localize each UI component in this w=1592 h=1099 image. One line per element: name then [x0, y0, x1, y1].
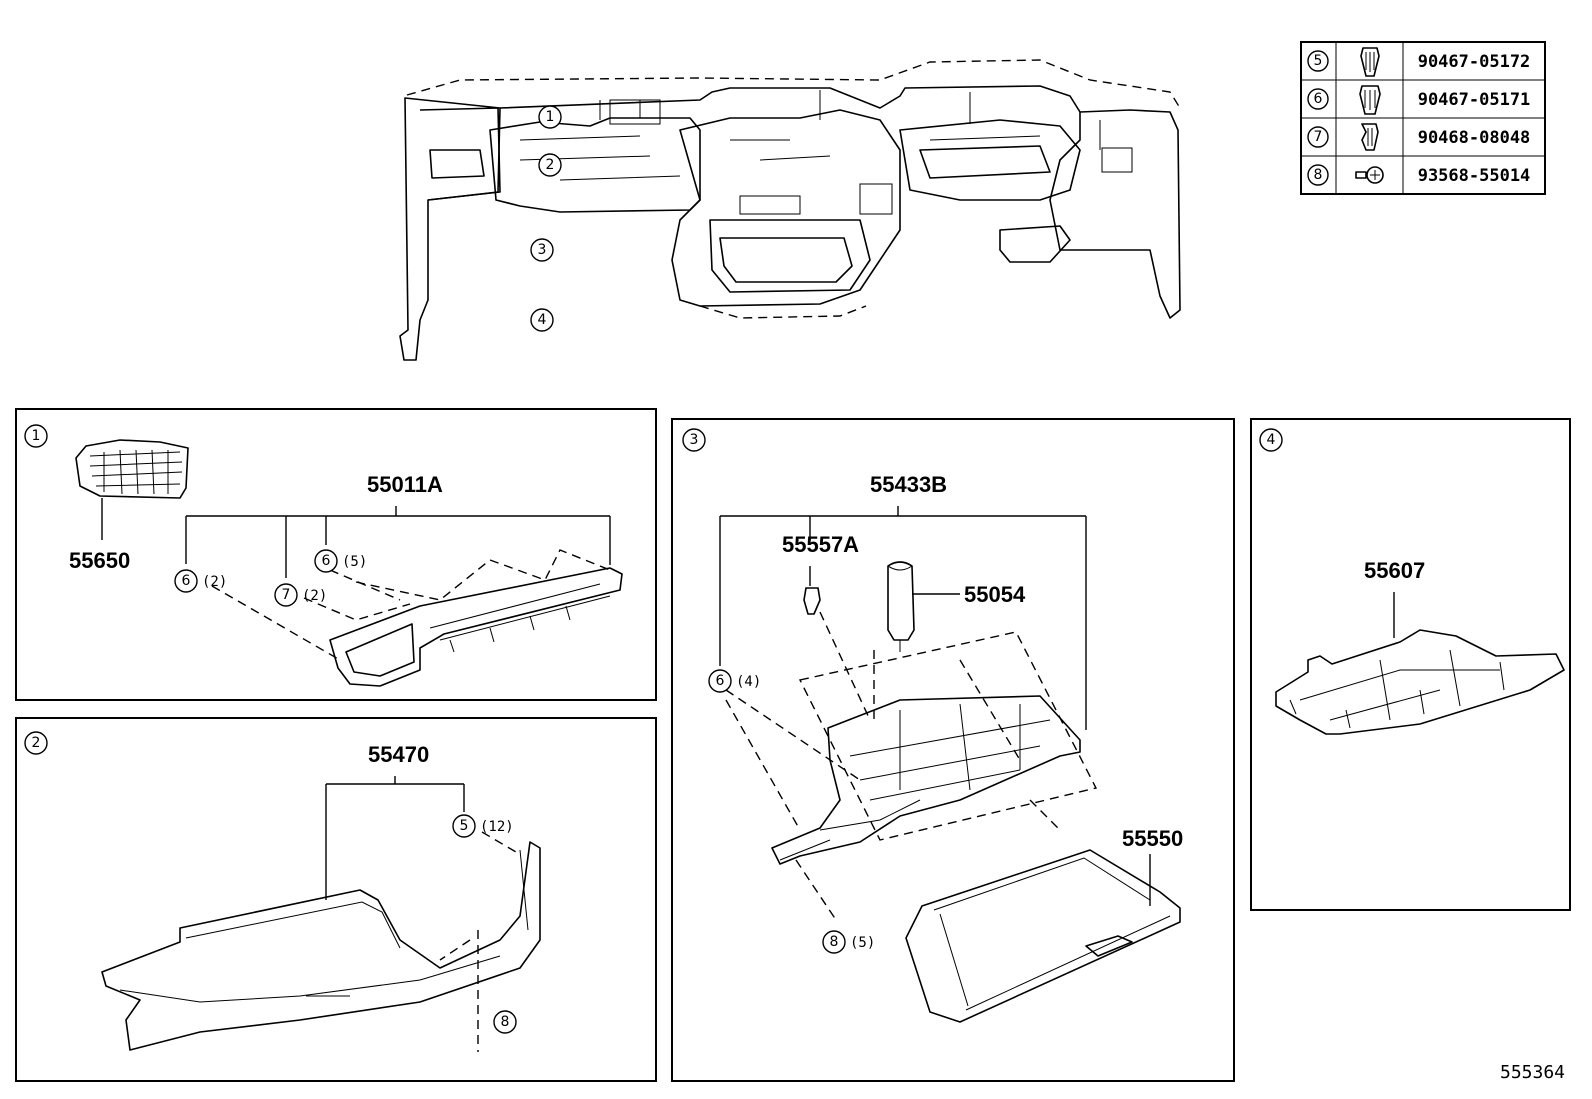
- callout-5-qty-12: 5 (12): [452, 814, 514, 838]
- panel-marker: 2: [32, 735, 41, 751]
- air-vent-part: [75, 439, 189, 499]
- part-label-main: 55433B: [870, 472, 947, 497]
- fastener-row-7: 7 90468-08048: [1307, 123, 1531, 151]
- fastener-part-number: 90467-05172: [1418, 52, 1531, 72]
- overview-marker-4: 4: [538, 312, 547, 328]
- fastener-part-number: 90467-05171: [1418, 90, 1531, 110]
- svg-text:5: 5: [460, 818, 469, 834]
- part-label-vent: 55650: [69, 548, 130, 573]
- fastener-ref: 8: [1314, 167, 1323, 183]
- panel-4: 4 55607: [1250, 418, 1571, 911]
- damper-part: [887, 561, 915, 652]
- svg-text:7: 7: [282, 587, 291, 603]
- panel-marker: 3: [690, 432, 699, 448]
- panel-3: 3 55433B 55557A 55054 6 (4): [671, 418, 1235, 1082]
- part-label-main: 55470: [368, 742, 429, 767]
- callout-6-qty-4: 6 (4): [708, 669, 761, 693]
- fastener-row-8: 8 93568-55014: [1307, 164, 1531, 186]
- overview-marker-3: 3: [538, 242, 547, 258]
- fastener-row-5: 5 90467-05172: [1307, 47, 1531, 77]
- panel-2: 2 55470 5 (12) 8: [15, 717, 657, 1082]
- callout-8-qty-5: 8 (5): [822, 930, 875, 954]
- fastener-ref: 6: [1314, 91, 1323, 107]
- part-label-main: 55607: [1364, 558, 1425, 583]
- fastener-row-6: 6 90467-05171: [1307, 85, 1531, 115]
- svg-text:6: 6: [182, 573, 191, 589]
- part-label-main: 55011A: [367, 472, 443, 497]
- svg-text:6: 6: [716, 673, 725, 689]
- callout-8: 8: [493, 1010, 517, 1034]
- callout-qty: (2): [302, 588, 327, 604]
- callout-6-qty-5: 6 (5): [314, 549, 367, 573]
- fastener-ref: 5: [1314, 53, 1323, 69]
- fastener-ref: 7: [1314, 129, 1323, 145]
- svg-text:8: 8: [830, 934, 839, 950]
- svg-text:6: 6: [322, 553, 331, 569]
- striker-part: [803, 587, 821, 615]
- dashboard-overview: 1 2 3 4: [399, 59, 1181, 361]
- overview-marker-2: 2: [546, 157, 555, 173]
- callout-qty: (2): [202, 574, 227, 590]
- callout-7-qty-2: 7 (2): [274, 583, 327, 607]
- panel-marker: 4: [1267, 432, 1276, 448]
- part-label-box: 55550: [1122, 826, 1183, 851]
- lower-panel-part: [101, 841, 541, 1051]
- screw-icon: [1355, 166, 1384, 184]
- panel-1: 1 55650 55011A 6 (2) 7 (2: [15, 408, 657, 701]
- callout-6-qty-2: 6 (2): [174, 569, 227, 593]
- part-label-damper: 55054: [964, 582, 1026, 607]
- callout-qty: (5): [342, 554, 367, 570]
- instrument-trim-part: [329, 567, 623, 687]
- fastener-part-number: 90468-08048: [1418, 128, 1531, 148]
- push-clip-icon: [1359, 85, 1381, 115]
- glove-box-housing-part: [771, 695, 1081, 865]
- overview-marker-1: 1: [546, 109, 555, 125]
- callout-qty: (12): [480, 819, 514, 835]
- svg-text:8: 8: [501, 1014, 510, 1030]
- fastener-table: 5 90467-05172 6 90467-05171 7: [1300, 41, 1546, 195]
- glove-box-door-part: [905, 849, 1181, 1023]
- callout-qty: (5): [850, 935, 875, 951]
- push-clip-icon: [1360, 47, 1380, 77]
- part-label-striker: 55557A: [782, 532, 859, 557]
- lower-cover-part: [1275, 629, 1565, 735]
- callout-qty: (4): [736, 674, 761, 690]
- diagram-id: 555364: [1500, 1062, 1565, 1083]
- panel-marker: 1: [32, 428, 41, 444]
- fastener-part-number: 93568-55014: [1418, 166, 1531, 186]
- clip-icon: [1361, 123, 1379, 151]
